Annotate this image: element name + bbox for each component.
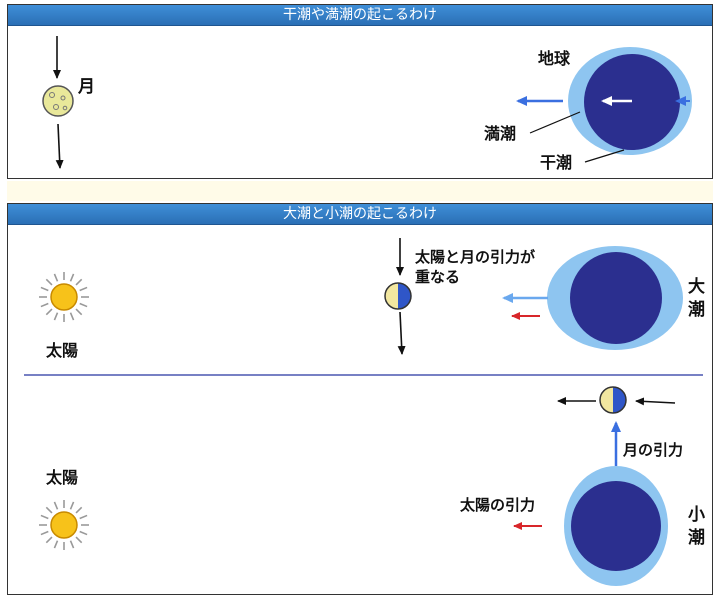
sun-icon xyxy=(38,499,90,551)
sun-icon xyxy=(38,271,90,323)
leader-line xyxy=(529,111,581,134)
moon-label: 月 xyxy=(77,77,95,97)
high-tide-label: 満潮 xyxy=(484,124,516,143)
panel-title: 干潮や満潮の起こるわけ xyxy=(8,5,712,26)
moon-group: 月 xyxy=(42,36,95,169)
moon-pull-label: 月の引力 xyxy=(622,441,683,459)
earth-group-top: 地球 満潮 干潮 xyxy=(484,47,692,172)
arrow-down-icon xyxy=(55,123,64,169)
neap-tide-label: 小 xyxy=(688,505,705,525)
spring-tide-label: 大 xyxy=(688,276,705,297)
sun-pull-label: 太陽の引力 xyxy=(460,496,535,514)
earth-icon xyxy=(570,252,662,344)
spring-tide-label: 潮 xyxy=(688,299,705,320)
alignment-note: 重なる xyxy=(415,268,460,286)
moon-icon xyxy=(42,85,74,117)
earth-label: 地球 xyxy=(538,49,571,68)
separator-strip xyxy=(7,181,713,201)
earth-icon xyxy=(571,481,661,571)
sun-label: 太陽 xyxy=(45,468,78,487)
neap-tide-label: 潮 xyxy=(688,527,705,548)
arrow-down-icon xyxy=(397,311,406,355)
neap-tide-section: 太陽 月の引力 xyxy=(38,386,705,586)
moon-half-icon xyxy=(599,386,627,414)
arrow-left-icon xyxy=(635,397,676,406)
low-tide-label: 干潮 xyxy=(540,153,572,172)
leader-line xyxy=(584,149,625,163)
panel-title: 大潮と小潮の起こるわけ xyxy=(8,204,712,225)
moon-half-icon xyxy=(384,282,412,310)
alignment-note: 太陽と月の引力が xyxy=(415,248,536,266)
spring-tide-section: 太陽 太陽と月の引力が 重なる 大 潮 xyxy=(38,238,705,360)
sun-label: 太陽 xyxy=(45,341,78,360)
